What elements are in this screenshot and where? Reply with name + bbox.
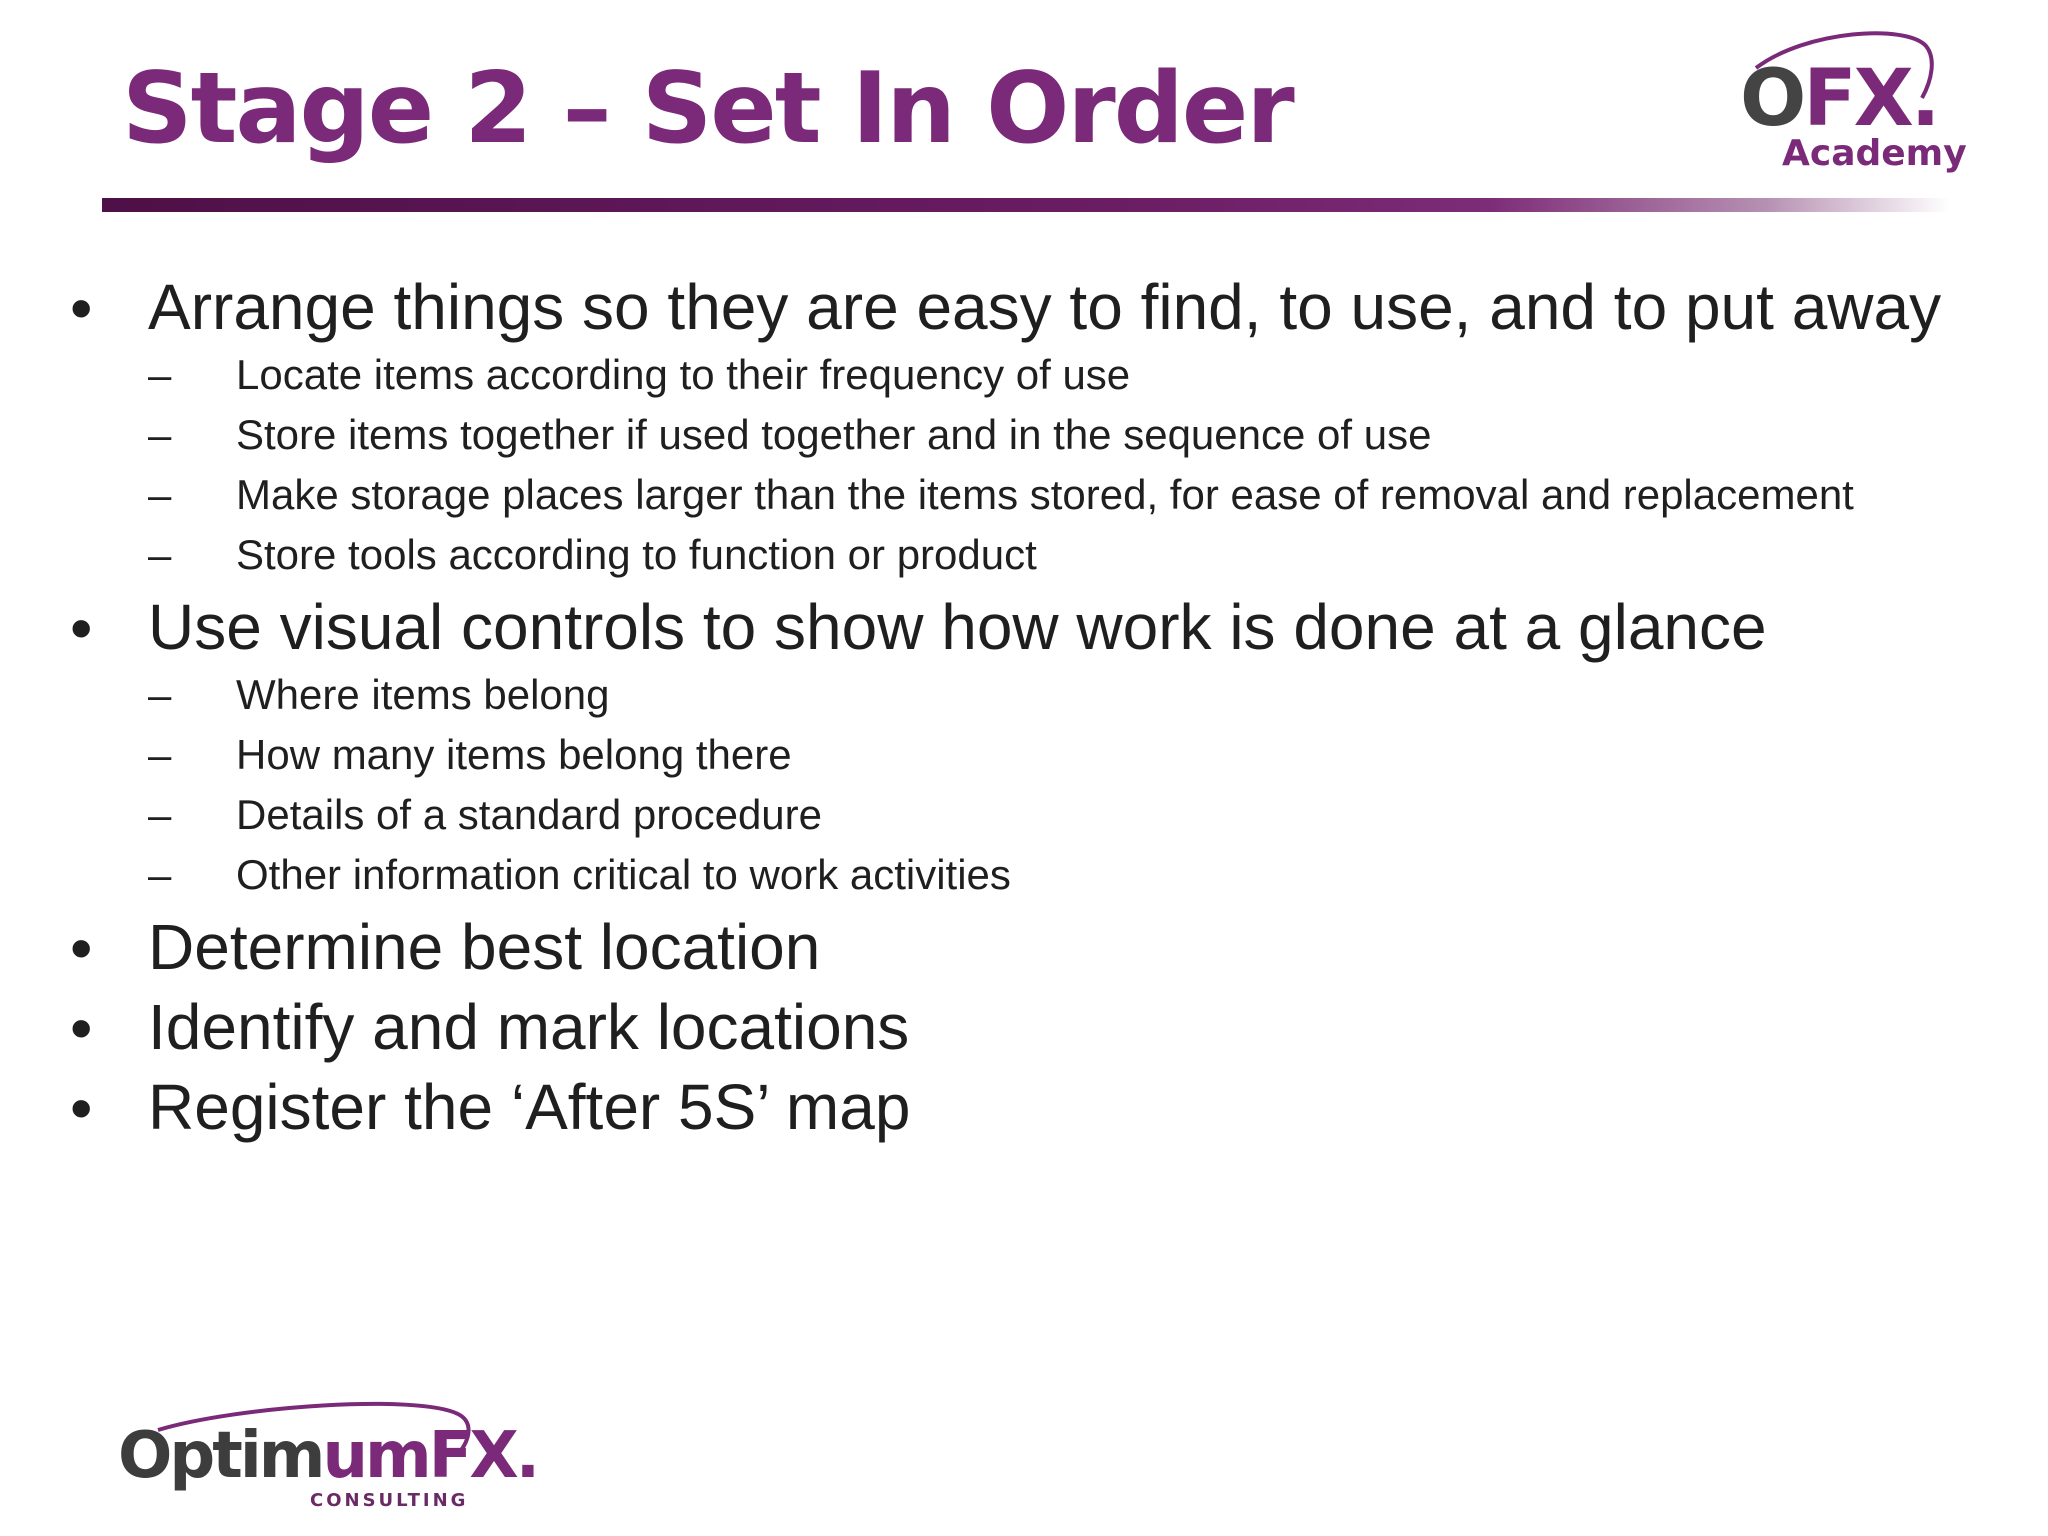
logo-swoosh-icon [1754,31,1934,99]
bullet-icon: • [70,1072,93,1144]
sub-bullet-text: Make storage places larger than the item… [236,471,1854,518]
sub-bullet-item: – Store tools according to function or pr… [148,530,1964,580]
sub-bullet-text: How many items belong there [236,731,792,778]
bullet-list-container: • Arrange things so they are easy to find… [60,270,1964,1150]
ofx-logo-text: OFX. [1740,60,1940,138]
sub-bullet-item: – Make storage places larger than the ite… [148,470,1964,520]
sub-bullet-item: – How many items belong there [148,730,1964,780]
optimumfx-logo-text: OptimumFX. [118,1424,540,1488]
dash-bullet-icon: – [148,351,172,398]
sub-bullet-item: – Locate items according to their frequen… [148,350,1964,400]
dash-bullet-icon: – [148,851,172,898]
sub-bullet-text: Details of a standard procedure [236,791,823,838]
optimumfx-logo-subtitle: CONSULTING [310,1490,469,1511]
ofx-logo-subtitle: Academy [1782,133,1967,174]
bullet-text: Register the ‘After 5S’ map [148,1071,911,1143]
bullet-list: • Arrange things so they are easy to find… [60,270,1964,1144]
dash-bullet-icon: – [148,731,172,778]
bullet-item: • Use visual controls to show how work is… [60,590,1964,900]
bullet-text: Determine best location [148,911,821,983]
dash-bullet-icon: – [148,411,172,458]
bullet-item: • Identify and mark locations [60,990,1964,1064]
ofx-academy-logo: OFX. Academy [1736,28,1967,188]
sub-bullet-item: – Where items belong [148,670,1964,720]
sub-bullet-text: Store tools according to function or pro… [236,531,1037,578]
sub-bullet-text: Where items belong [236,671,610,718]
bullet-icon: • [70,992,93,1064]
dash-bullet-icon: – [148,531,172,578]
sub-bullet-item: – Details of a standard procedure [148,790,1964,840]
ofx-logo-prefix: O [1740,54,1806,144]
bullet-item: • Register the ‘After 5S’ map [60,1070,1964,1144]
sub-bullet-text: Store items together if used together an… [236,411,1432,458]
sub-bullet-text: Locate items according to their frequenc… [236,351,1131,398]
dash-bullet-icon: – [148,671,172,718]
optimumfx-consulting-logo: OptimumFX. CONSULTING [118,1400,540,1520]
sub-bullet-list: – Where items belong – How many items belon… [148,670,1964,900]
title-divider [102,198,1950,212]
bullet-icon: • [70,912,93,984]
bullet-text: Identify and mark locations [148,991,910,1063]
dash-bullet-icon: – [148,471,172,518]
bullet-text: Arrange things so they are easy to find,… [148,271,1942,343]
ofx-logo-accent: FX. [1803,54,1940,144]
logo-swoosh-icon [157,1401,471,1456]
sub-bullet-text: Other information critical to work activ… [236,851,1011,898]
optimumfx-logo-accent: umFX. [322,1419,540,1493]
bullet-icon: • [70,592,93,664]
bullet-item: • Arrange things so they are easy to find… [60,270,1964,580]
bullet-item: • Determine best location [60,910,1964,984]
optimumfx-logo-prefix: Optim [118,1419,325,1493]
bullet-text: Use visual controls to show how work is … [148,591,1767,663]
sub-bullet-item: – Store items together if used together a… [148,410,1964,460]
dash-bullet-icon: – [148,791,172,838]
slide-title: Stage 2 – Set In Order [122,52,1295,166]
sub-bullet-list: – Locate items according to their frequen… [148,350,1964,580]
bullet-icon: • [70,272,93,344]
sub-bullet-item: – Other information critical to work acti… [148,850,1964,900]
